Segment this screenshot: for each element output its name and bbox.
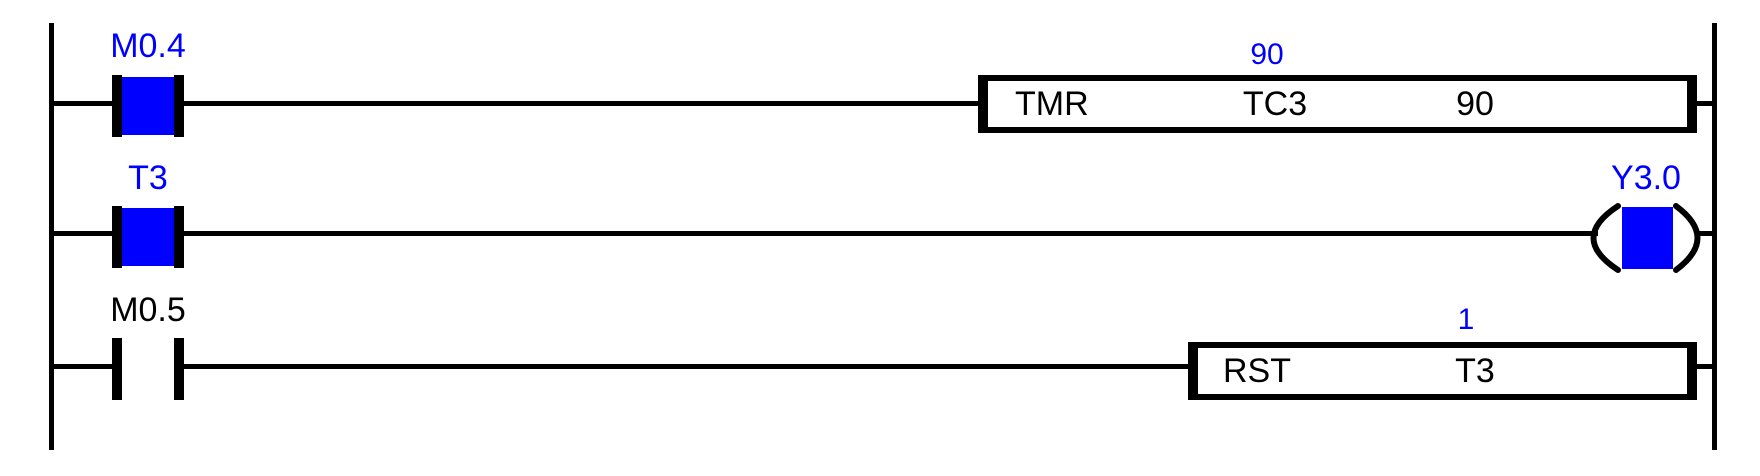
instruction-operand: 90 xyxy=(1456,85,1494,123)
contact-bar-right-icon xyxy=(174,206,184,268)
right-power-rail xyxy=(1712,23,1717,450)
coil-label: Y3.0 xyxy=(1611,159,1681,197)
coil-paren-left-icon xyxy=(1590,203,1621,273)
wire-segment xyxy=(184,101,978,106)
instruction-operand: TC3 xyxy=(1242,85,1308,123)
contact-bar-right-icon xyxy=(174,75,184,137)
left-power-rail xyxy=(49,23,54,450)
contact-bar-right-icon xyxy=(174,338,184,400)
wire-segment xyxy=(49,364,112,369)
contact-energized-fill xyxy=(122,208,174,266)
wire-segment xyxy=(184,364,1188,369)
rst-instruction-box[interactable]: RST T3 xyxy=(1188,342,1697,400)
reset-current-value: 1 xyxy=(1457,303,1475,336)
wire-segment xyxy=(184,231,1598,236)
wire-segment xyxy=(1696,364,1712,369)
contact-bar-left-icon xyxy=(112,75,122,137)
contact-bar-left-icon xyxy=(112,338,122,400)
instruction-opcode: RST xyxy=(1223,352,1291,390)
contact-label: M0.4 xyxy=(110,27,186,65)
wire-segment xyxy=(1699,231,1712,236)
instruction-operand: T3 xyxy=(1455,352,1495,390)
wire-segment xyxy=(1696,101,1712,106)
instruction-opcode: TMR xyxy=(1015,85,1089,123)
output-coil[interactable] xyxy=(1585,198,1707,278)
contact-label: M0.5 xyxy=(110,291,186,329)
timer-current-value: 90 xyxy=(1250,38,1284,71)
tmr-instruction-box[interactable]: TMR TC3 90 xyxy=(978,75,1697,133)
contact-energized-fill xyxy=(122,77,174,135)
contact-bar-left-icon xyxy=(112,206,122,268)
wire-segment xyxy=(49,101,112,106)
coil-paren-right-icon xyxy=(1673,203,1701,273)
wire-segment xyxy=(49,231,112,236)
contact-label: T3 xyxy=(128,159,168,197)
coil-energized-fill xyxy=(1622,207,1673,269)
